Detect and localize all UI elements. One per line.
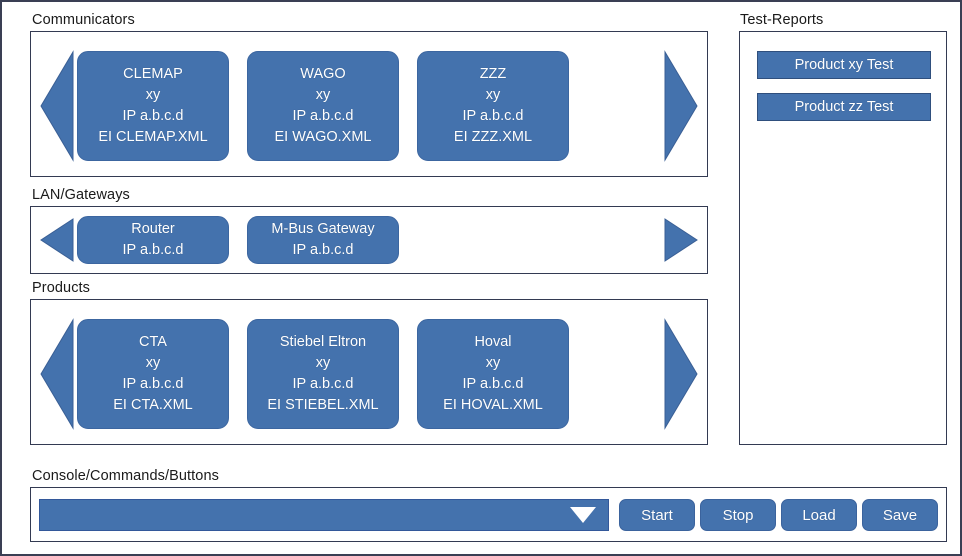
card-variant: xy — [145, 86, 161, 103]
gateway-card[interactable]: Router IP a.b.c.d — [77, 216, 229, 264]
card-variant: xy — [485, 354, 501, 371]
stop-button[interactable]: Stop — [700, 499, 776, 531]
card-name: WAGO — [300, 65, 346, 82]
products-panel: CTA xy IP a.b.c.d EI CTA.XML Stiebel Elt… — [30, 299, 708, 445]
card-ip: IP a.b.c.d — [462, 108, 524, 124]
products-next-arrow[interactable] — [663, 318, 699, 430]
card-file: EI HOVAL.XML — [443, 397, 543, 414]
communicator-card[interactable]: WAGO xy IP a.b.c.d EI WAGO.XML — [247, 51, 399, 161]
card-variant: xy — [315, 354, 331, 371]
card-ip: IP a.b.c.d — [292, 108, 354, 124]
card-ip: IP a.b.c.d — [292, 242, 354, 258]
communicators-panel: CLEMAP xy IP a.b.c.d EI CLEMAP.XML WAGO … — [30, 31, 708, 177]
card-ip: IP a.b.c.d — [292, 376, 354, 392]
lan-gateways-section-label: LAN/Gateways — [32, 187, 130, 203]
console-panel: Start Stop Load Save — [30, 487, 947, 542]
products-prev-arrow[interactable] — [39, 318, 75, 430]
card-file: EI CTA.XML — [113, 397, 193, 414]
communicator-card[interactable]: ZZZ xy IP a.b.c.d EI ZZZ.XML — [417, 51, 569, 161]
card-name: Stiebel Eltron — [279, 333, 367, 350]
card-variant: xy — [315, 86, 331, 103]
card-ip: IP a.b.c.d — [122, 108, 184, 124]
card-name: ZZZ — [479, 65, 507, 82]
product-card[interactable]: Stiebel Eltron xy IP a.b.c.d EI STIEBEL.… — [247, 319, 399, 429]
save-button[interactable]: Save — [862, 499, 938, 531]
gateway-card[interactable]: M-Bus Gateway IP a.b.c.d — [247, 216, 399, 264]
card-name: CTA — [139, 333, 167, 350]
start-button[interactable]: Start — [619, 499, 695, 531]
communicator-card[interactable]: CLEMAP xy IP a.b.c.d EI CLEMAP.XML — [77, 51, 229, 161]
card-file: EI ZZZ.XML — [453, 129, 533, 146]
command-input[interactable] — [39, 499, 609, 531]
product-card[interactable]: Hoval xy IP a.b.c.d EI HOVAL.XML — [417, 319, 569, 429]
test-reports-section-label: Test-Reports — [740, 12, 824, 28]
communicators-next-arrow[interactable] — [663, 50, 699, 162]
card-name: Router — [131, 220, 175, 237]
communicators-prev-arrow[interactable] — [39, 50, 75, 162]
lan-gateways-prev-arrow[interactable] — [39, 217, 75, 263]
card-name: Hoval — [474, 333, 512, 350]
product-card[interactable]: CTA xy IP a.b.c.d EI CTA.XML — [77, 319, 229, 429]
card-variant: xy — [145, 354, 161, 371]
card-file: EI CLEMAP.XML — [98, 129, 208, 146]
test-report-button[interactable]: Product zz Test — [757, 93, 931, 121]
card-variant: xy — [485, 86, 501, 103]
card-ip: IP a.b.c.d — [462, 376, 524, 392]
products-section-label: Products — [32, 280, 91, 296]
test-report-button[interactable]: Product xy Test — [757, 51, 931, 79]
test-reports-panel: Product xy Test Product zz Test — [739, 31, 947, 445]
card-ip: IP a.b.c.d — [122, 376, 184, 392]
card-ip: IP a.b.c.d — [122, 242, 184, 258]
triangle-down-icon[interactable] — [570, 507, 596, 523]
load-button[interactable]: Load — [781, 499, 857, 531]
lan-gateways-next-arrow[interactable] — [663, 217, 699, 263]
card-name: M-Bus Gateway — [271, 220, 375, 237]
card-file: EI STIEBEL.XML — [267, 397, 379, 414]
communicators-section-label: Communicators — [32, 12, 135, 28]
card-name: CLEMAP — [123, 65, 183, 82]
console-section-label: Console/Commands/Buttons — [32, 468, 219, 484]
card-file: EI WAGO.XML — [274, 129, 372, 146]
lan-gateways-panel: Router IP a.b.c.d M-Bus Gateway IP a.b.c… — [30, 206, 708, 274]
